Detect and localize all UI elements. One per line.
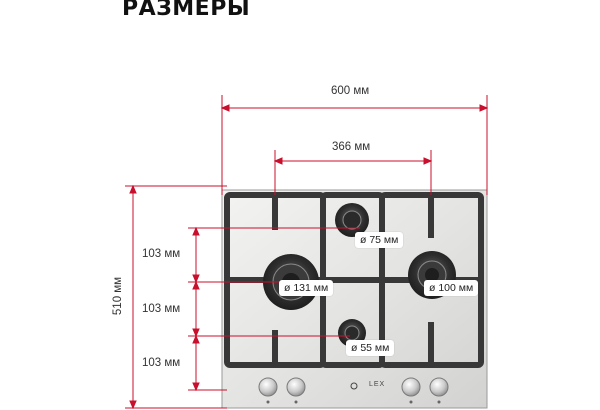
page-title: РАЗМЕРЫ <box>122 0 251 21</box>
row-spacing-label-1: 103 мм <box>142 248 181 260</box>
row-spacing-label-2: 103 мм <box>142 303 181 315</box>
burner-diameter-badge: ø 75 мм <box>355 232 404 248</box>
burner-diameter-badge: ø 55 мм <box>346 340 395 356</box>
burner-diameter-badge: ø 100 мм <box>424 280 479 296</box>
control-knobs <box>258 377 449 404</box>
burner-diameter-badge: ø 131 мм <box>279 280 334 296</box>
hob-surface <box>221 189 488 409</box>
burner-span-label: 366 мм <box>332 141 371 153</box>
dimension-lines <box>125 95 489 410</box>
brand-logo: LEX <box>369 381 386 388</box>
row-spacing-label-3: 103 мм <box>142 357 181 369</box>
total-depth-label: 510 мм <box>112 276 125 316</box>
brand-logo-mark <box>350 382 358 390</box>
total-width-label: 600 мм <box>331 85 370 97</box>
